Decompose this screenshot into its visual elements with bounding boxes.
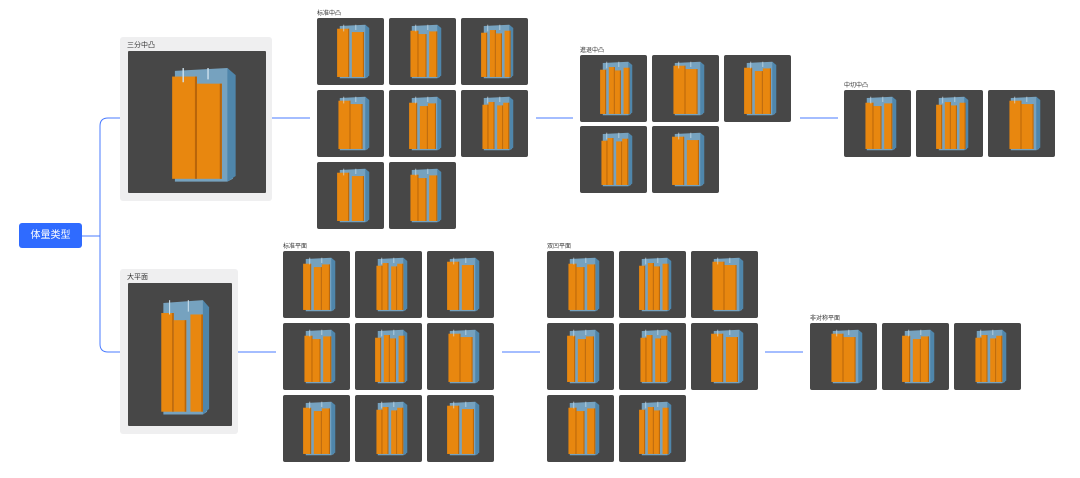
building-thumbnail[interactable] <box>547 395 614 462</box>
building-thumbnail[interactable] <box>283 323 350 390</box>
main-card-three-part-convex[interactable]: 三分中凸 <box>120 37 272 201</box>
root-node-volume-type[interactable]: 体量类型 <box>19 223 82 248</box>
building-thumbnail[interactable] <box>427 251 494 318</box>
building-thumbnail[interactable] <box>317 90 384 157</box>
building-thumbnail[interactable] <box>283 251 350 318</box>
building-thumbnail[interactable] <box>652 55 719 122</box>
building-thumbnail[interactable] <box>427 395 494 462</box>
building-thumbnail[interactable] <box>355 251 422 318</box>
building-thumbnail[interactable] <box>317 18 384 85</box>
building-thumbnail[interactable] <box>461 90 528 157</box>
root-node-label: 体量类型 <box>31 230 71 241</box>
building-thumbnail[interactable] <box>128 51 266 193</box>
group-label-standard-plane: 标准平面 <box>283 241 307 250</box>
building-thumbnail[interactable] <box>580 55 647 122</box>
building-thumbnail[interactable] <box>988 90 1055 157</box>
building-thumbnail[interactable] <box>691 251 758 318</box>
building-thumbnail[interactable] <box>619 323 686 390</box>
building-thumbnail[interactable] <box>652 126 719 193</box>
building-thumbnail[interactable] <box>427 323 494 390</box>
building-thumbnail[interactable] <box>916 90 983 157</box>
group-label-standard-convex: 标准中凸 <box>317 8 341 17</box>
building-thumbnail[interactable] <box>619 251 686 318</box>
building-thumbnail[interactable] <box>724 55 791 122</box>
building-thumbnail[interactable] <box>954 323 1021 390</box>
building-thumbnail[interactable] <box>283 395 350 462</box>
building-thumbnail[interactable] <box>547 251 614 318</box>
building-thumbnail[interactable] <box>317 162 384 229</box>
main-card-label: 大平面 <box>127 272 148 282</box>
group-label-double-concave-plane: 双凹平面 <box>547 241 571 250</box>
building-thumbnail[interactable] <box>691 323 758 390</box>
group-label-cut-convex: 中切中凸 <box>844 80 868 89</box>
building-thumbnail[interactable] <box>547 323 614 390</box>
building-thumbnail[interactable] <box>810 323 877 390</box>
building-thumbnail[interactable] <box>389 162 456 229</box>
main-card-label: 三分中凸 <box>127 40 155 50</box>
building-thumbnail[interactable] <box>389 90 456 157</box>
building-thumbnail[interactable] <box>580 126 647 193</box>
building-thumbnail[interactable] <box>619 395 686 462</box>
main-card-large-plane[interactable]: 大平面 <box>120 269 238 434</box>
group-label-stepped-convex: 進退中凸 <box>580 45 604 54</box>
building-thumbnail[interactable] <box>461 18 528 85</box>
group-label-asymmetric-plane: 非对称平面 <box>810 313 840 322</box>
building-thumbnail[interactable] <box>355 395 422 462</box>
building-thumbnail[interactable] <box>882 323 949 390</box>
building-thumbnail[interactable] <box>844 90 911 157</box>
building-thumbnail[interactable] <box>389 18 456 85</box>
building-thumbnail[interactable] <box>355 323 422 390</box>
building-thumbnail[interactable] <box>128 283 232 426</box>
